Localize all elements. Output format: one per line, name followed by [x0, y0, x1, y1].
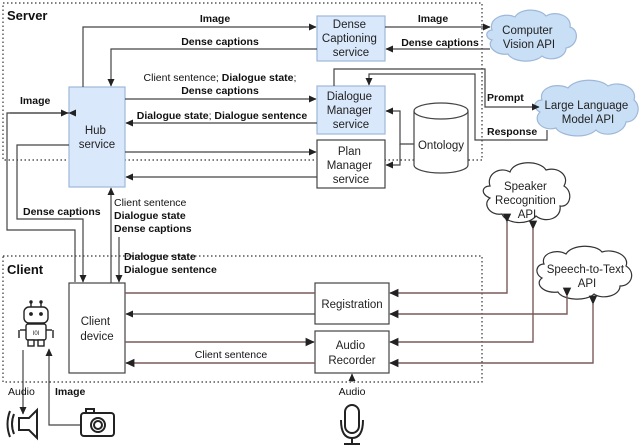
cv-to-dc-label: Dense captions: [401, 37, 479, 49]
ontology-label: Ontology: [418, 140, 464, 152]
svg-text:I0I: I0I: [33, 331, 40, 337]
client-device-box[interactable]: [68, 282, 126, 374]
camera-image-label: Image: [55, 386, 86, 398]
speaker-icon: [6, 407, 38, 441]
response-label: Response: [487, 126, 537, 138]
mic-audio-label: Audio: [339, 386, 366, 398]
recorder-to-client-label: Client sentence: [195, 349, 268, 361]
client-device-label: Client device: [80, 316, 113, 343]
svg-text:Speech-to-Text API: Speech-to-Text API: [547, 264, 628, 290]
plan-manager-label: Plan Manager service: [327, 146, 376, 186]
client-to-hub-label-2: Dialogue state: [114, 210, 186, 222]
registration-label: Registration: [321, 299, 382, 311]
hub-to-dm-label-1: Client sentence; Dialogue state;: [144, 72, 297, 84]
hub-service-label: Hub service: [79, 125, 115, 151]
computer-vision-api-cloud[interactable]: Computer Vision API: [486, 9, 577, 62]
svg-text:Large Language Model API: Large Language Model API: [545, 100, 632, 126]
llm-api-cloud[interactable]: Large Language Model API: [534, 79, 639, 137]
audio-recorder-box[interactable]: [314, 330, 390, 374]
recorder-stt-line: [389, 295, 598, 368]
ontology-to-pm-arrow: [385, 144, 401, 169]
dialogue-manager-box[interactable]: [316, 85, 386, 135]
microphone-icon: [340, 404, 364, 445]
client-region: [2, 255, 483, 383]
dc-to-cv-label: Image: [418, 13, 449, 25]
dialogue-manager-label: Dialogue Manager service: [327, 91, 376, 131]
dc-to-hub-label: Dense captions: [181, 36, 259, 48]
hub-to-client-captions-label: Dense captions: [23, 206, 101, 218]
response-arrow: [365, 73, 548, 141]
client-label: Client: [7, 262, 44, 277]
hub-service-box[interactable]: [68, 86, 126, 188]
robot-audio-label: Audio: [8, 386, 35, 398]
dm-to-hub-label: Dialogue state; Dialogue sentence: [137, 110, 308, 122]
camera-icon: [80, 408, 115, 437]
dense-captioning-label: Dense Captioning service: [322, 19, 380, 59]
hub-to-client-label-1: Dialogue state: [124, 251, 196, 263]
server-label: Server: [7, 8, 47, 23]
hub-to-dc-label: Image: [200, 13, 231, 25]
speech-to-text-api-cloud[interactable]: Speech-to-Text API: [536, 245, 633, 300]
hub-to-dm-label-2: Dense captions: [181, 85, 259, 97]
plan-manager-box[interactable]: [316, 139, 386, 189]
hub-to-client-captions-arrow: [16, 144, 87, 283]
ontology-database[interactable]: Ontology: [413, 102, 469, 174]
prompt-label: Prompt: [487, 92, 524, 104]
svg-text:Speaker Recognition: Speaker Recognition API: [495, 181, 559, 221]
audio-recorder-label: Audio Recorder: [328, 340, 375, 367]
dc-to-hub-arrow: [107, 48, 317, 87]
registration-speaker-line: [389, 213, 512, 298]
speaker-recognition-api-cloud[interactable]: Speaker Recognition API: [482, 162, 571, 224]
robot-icon: I0I: [18, 300, 54, 347]
client-to-hub-label-1: Client sentence: [114, 197, 187, 209]
server-region: [2, 2, 483, 161]
registration-box[interactable]: [314, 282, 390, 325]
client-to-hub-label-3: Dense captions: [114, 223, 192, 235]
hub-to-dc-arrow: [82, 23, 317, 87]
client-to-hub-image-label: Image: [20, 95, 51, 107]
registration-stt-line: [389, 287, 572, 319]
svg-text:Computer Vision API: Computer Vision API: [502, 25, 556, 51]
ontology-to-dm-arrow: [385, 107, 414, 145]
hub-to-client-label-2: Dialogue sentence: [124, 264, 217, 276]
recorder-speaker-line: [389, 220, 538, 347]
camera-image-arrow: [45, 348, 80, 426]
dense-captioning-box[interactable]: [316, 15, 386, 62]
prompt-arrow: [333, 68, 540, 111]
